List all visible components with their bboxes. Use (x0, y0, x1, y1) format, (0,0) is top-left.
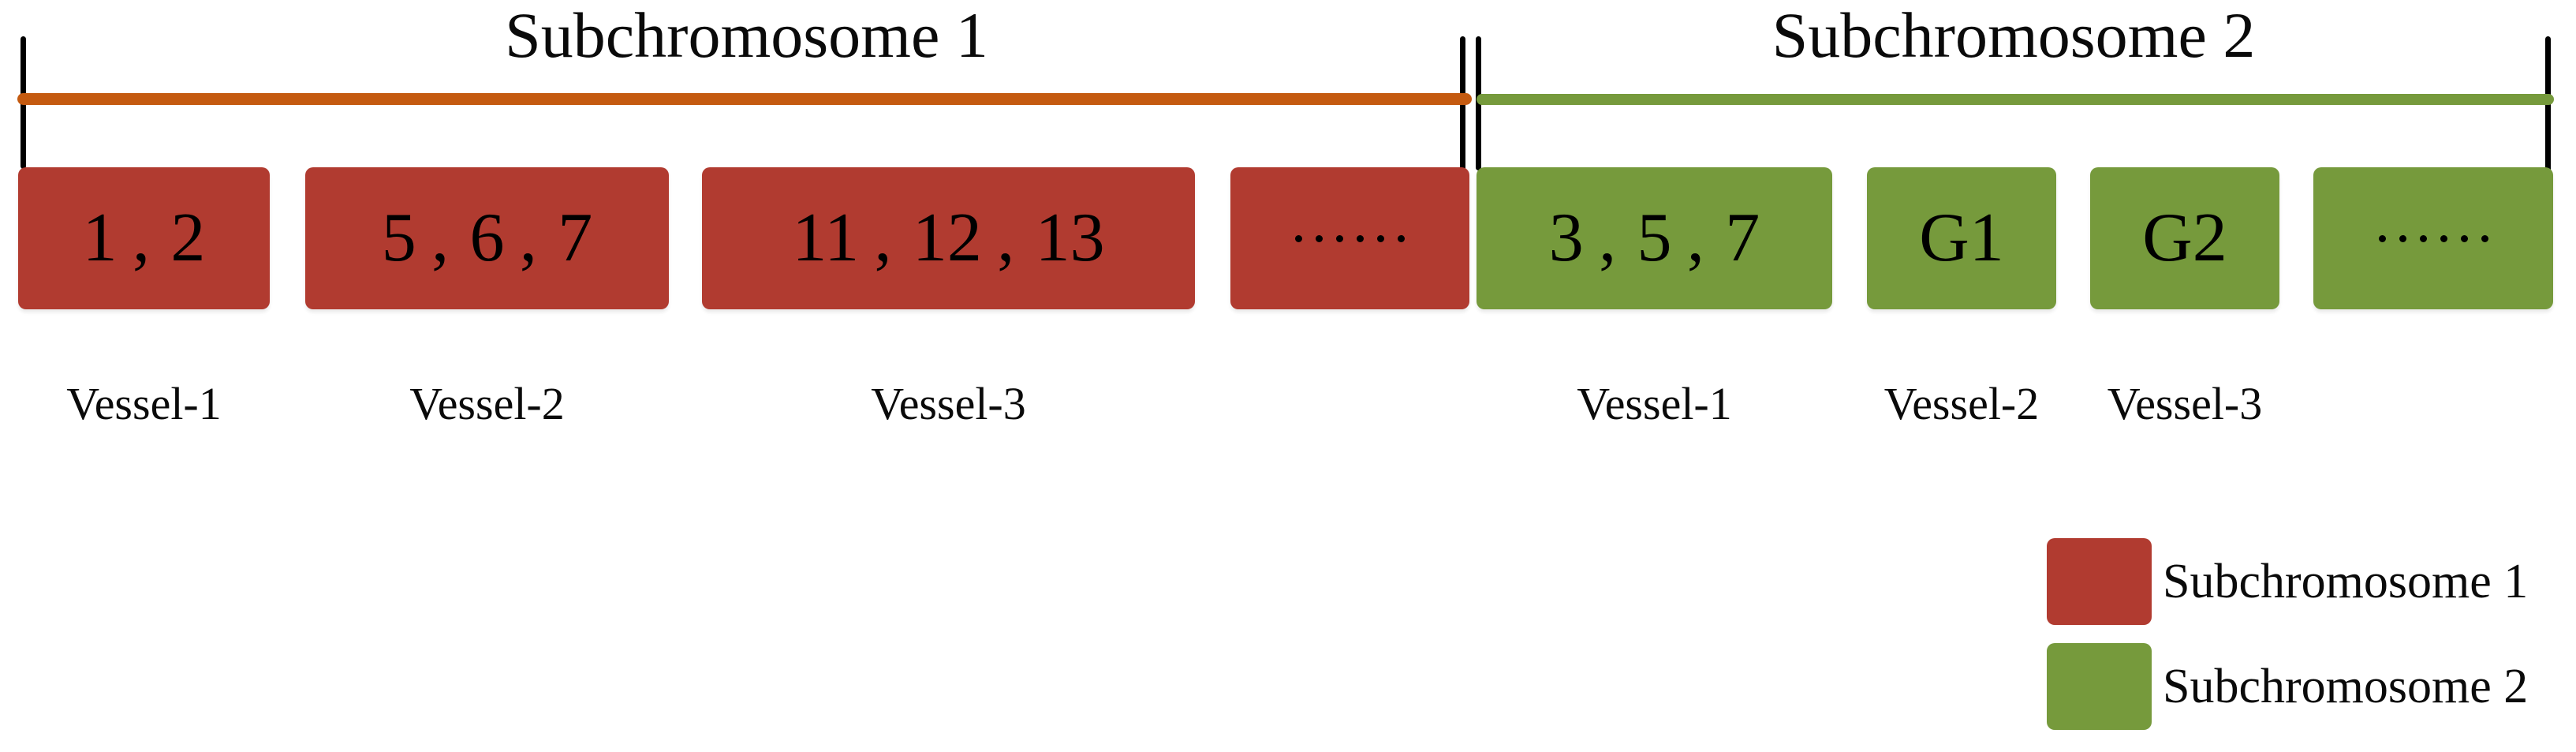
gene-box-sub2-vessel2: G1 (1867, 167, 2056, 309)
vessel-label-sub2-3: Vessel-3 (2107, 378, 2263, 429)
vessel-label-sub1-3: Vessel-3 (871, 378, 1026, 429)
gene-box-label: G1 (1919, 200, 2004, 276)
subchromosome2-bracket-line (1477, 94, 2554, 105)
subchromosome1-bracket-line (17, 93, 1472, 105)
gene-box-label: 5,6,7 (381, 200, 593, 276)
legend-swatch-subchromosome1 (2047, 538, 2152, 625)
legend-swatch-subchromosome2 (2047, 643, 2152, 730)
legend-label-subchromosome2: Subchromosome 2 (2163, 659, 2529, 713)
gene-box-label: 1,2 (82, 200, 206, 276)
gene-box-sub2-ellipsis (2313, 167, 2553, 309)
vessel-label-sub2-2: Vessel-2 (1883, 378, 2040, 429)
gene-box-sub1-vessel3: 11,12,13 (702, 167, 1195, 309)
gene-box-sub1-ellipsis (1230, 167, 1469, 309)
ellipsis-dots (1295, 234, 1405, 242)
vessel-label-sub1-1: Vessel-1 (66, 378, 222, 429)
gene-box-label: G2 (2142, 200, 2227, 276)
gene-box-sub1-vessel2: 5,6,7 (305, 167, 669, 309)
vessel-label-sub1-2: Vessel-2 (409, 378, 565, 429)
gene-box-sub2-vessel3: G2 (2090, 167, 2279, 309)
subchromosome2-title: Subchromosome 2 (1771, 0, 2256, 71)
gene-box-label: 3,5,7 (1548, 200, 1760, 276)
subchromosome1-title: Subchromosome 1 (505, 0, 988, 71)
ellipsis-dots (2378, 234, 2488, 242)
vessel-label-sub2-1: Vessel-1 (1577, 378, 1732, 429)
gene-box-sub1-vessel1: 1,2 (18, 167, 270, 309)
legend-label-subchromosome1: Subchromosome 1 (2163, 554, 2529, 608)
gene-box-sub2-vessel1: 3,5,7 (1477, 167, 1832, 309)
gene-box-label: 11,12,13 (792, 200, 1105, 276)
